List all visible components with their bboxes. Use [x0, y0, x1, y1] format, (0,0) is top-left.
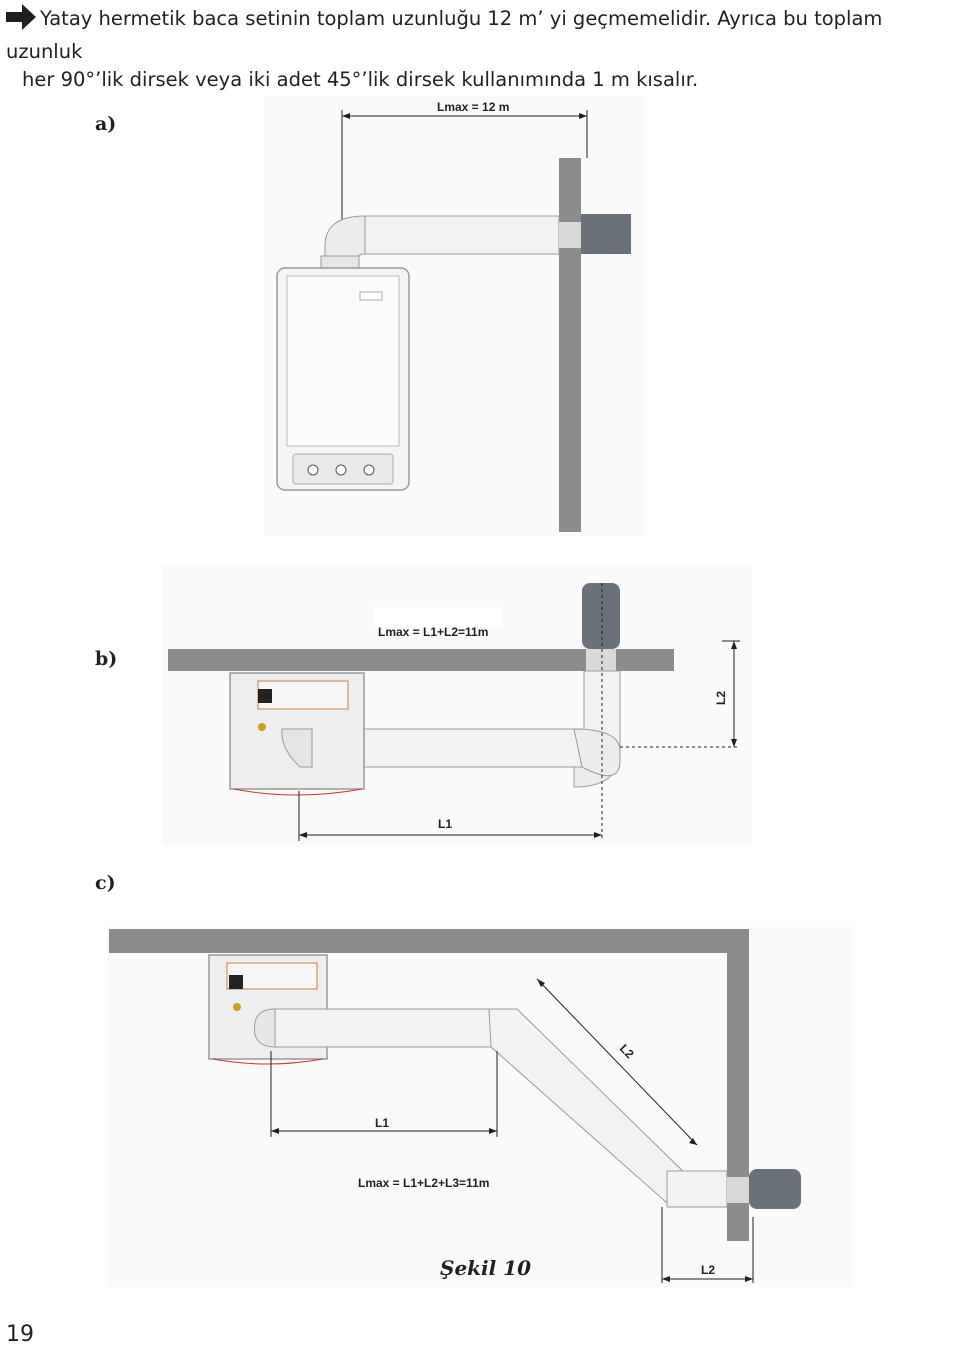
flue-pipe-horizontal: [274, 1008, 498, 1048]
figure-caption: Şekil 10: [440, 1256, 532, 1280]
l2-b-label: L2: [714, 691, 728, 705]
figure-a: Lmax = 12 m: [265, 96, 645, 536]
intro-line-2: her 90°’lik dirsek veya iki adet 45°’lik…: [22, 68, 699, 91]
arrow-right-icon: [6, 4, 36, 38]
wall: [168, 649, 674, 671]
wall: [559, 158, 581, 532]
flue-terminal: [581, 214, 631, 254]
wall-top: [109, 929, 749, 953]
figure-b: Lmax = L1+L2=11m L2 L1: [162, 565, 752, 845]
intro-line-1: Yatay hermetik baca setinin toplam uzunl…: [6, 7, 883, 63]
flue-pipe: [364, 215, 560, 255]
l2-c-bottom-label: L2: [701, 1263, 715, 1277]
figure-c-label: c): [95, 872, 116, 894]
wall-right: [727, 929, 749, 1241]
l1-c-label: L1: [375, 1116, 389, 1130]
lmax-b-label: Lmax = L1+L2=11m: [378, 625, 488, 639]
lmax-a-label: Lmax = 12 m: [437, 100, 509, 114]
figure-c: L2 L1 Lmax = L1+L2+L3=11m L2: [107, 927, 853, 1287]
figure-a-label: a): [95, 113, 117, 135]
figure-b-label: b): [95, 648, 118, 670]
intro-text: Yatay hermetik baca setinin toplam uzunl…: [6, 4, 956, 94]
flue-terminal: [749, 1169, 801, 1209]
l1-b-label: L1: [438, 817, 452, 831]
flue-terminal: [582, 583, 620, 649]
page-number: 19: [6, 1322, 34, 1347]
lmax-c-label: Lmax = L1+L2+L3=11m: [358, 1176, 489, 1190]
